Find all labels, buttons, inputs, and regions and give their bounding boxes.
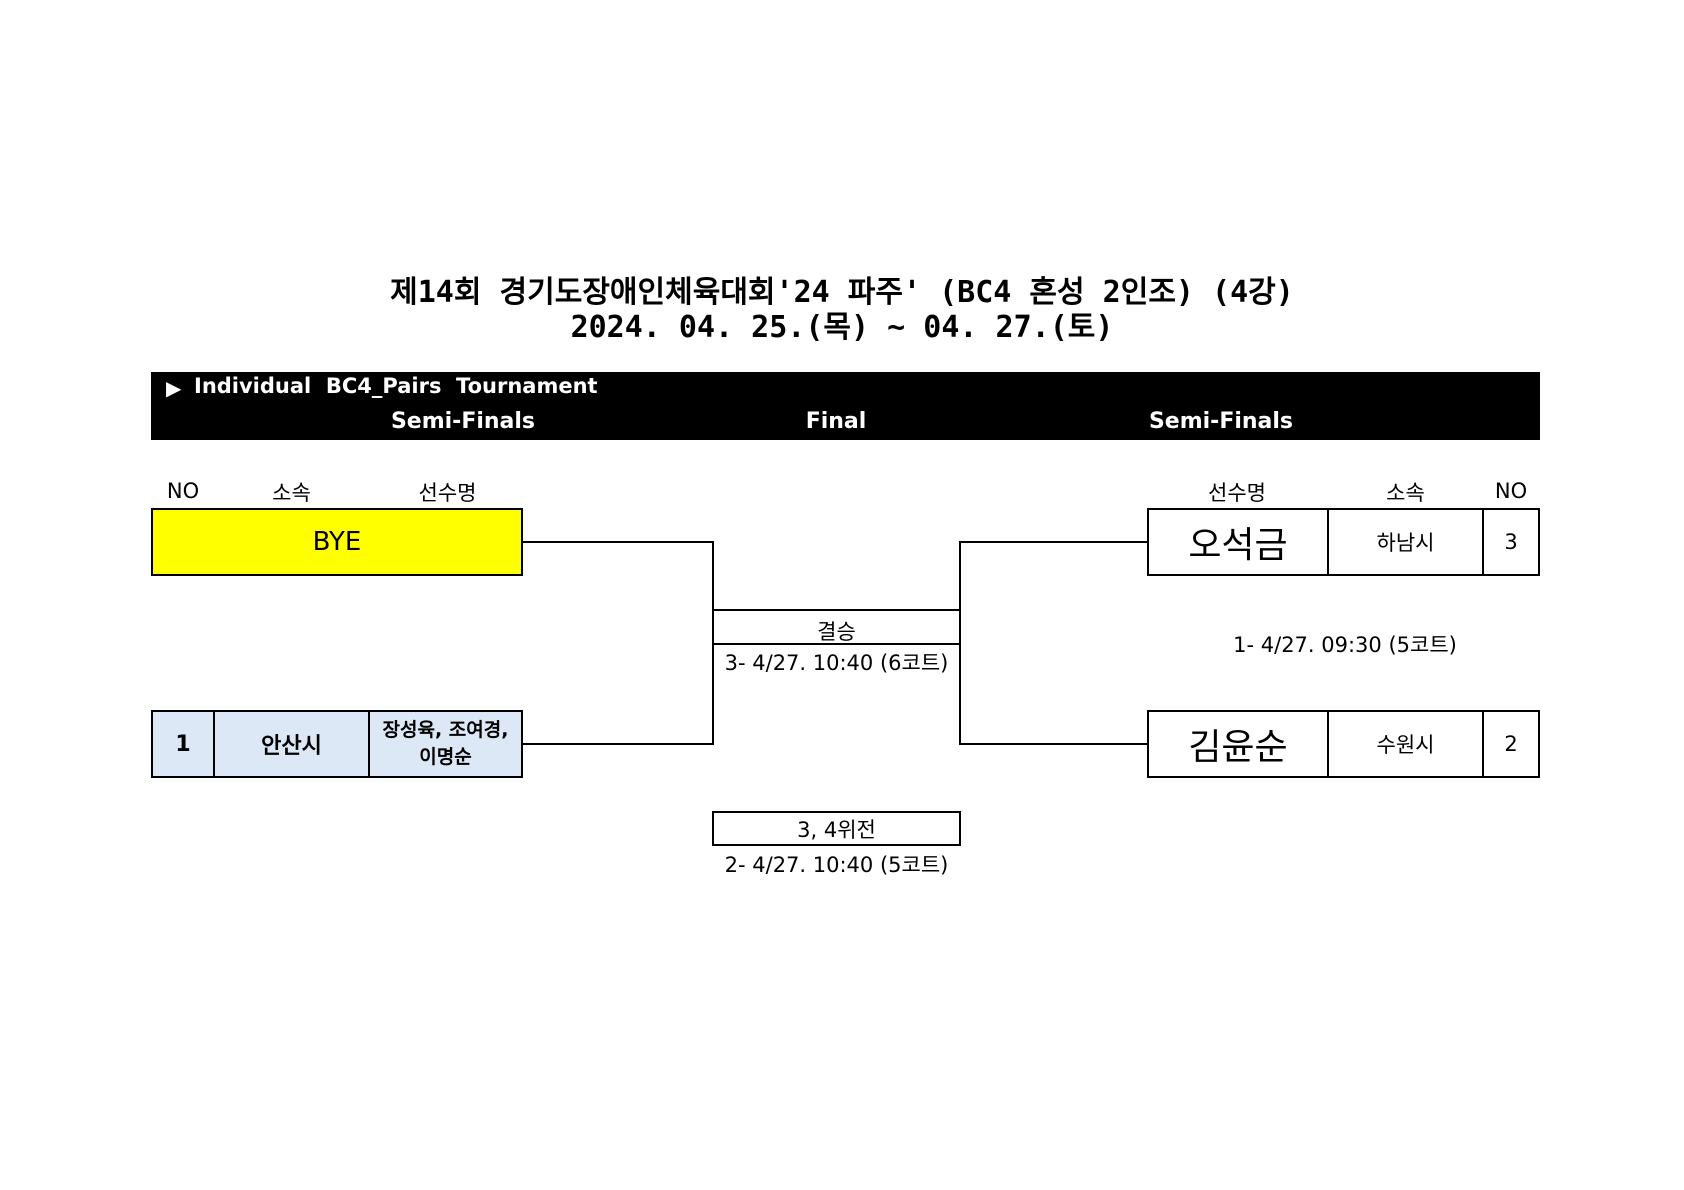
page-title: 제14회 경기도장애인체육대회'24 파주' (BC4 혼성 2인조) (4강) <box>390 275 1294 310</box>
bracket-line <box>959 743 1149 745</box>
play-icon: ▶ <box>166 376 182 400</box>
tournament-label: Individual BC4_Pairs Tournament <box>194 374 598 398</box>
bracket-line <box>523 541 714 543</box>
left-col-no: NO <box>166 479 200 503</box>
bracket-line <box>959 541 961 745</box>
right-top-affiliation: 하남시 <box>1327 508 1484 576</box>
entry-affiliation: 안산시 <box>213 710 370 778</box>
entry-players: 장성육, 조여경, 이명순 <box>368 710 523 778</box>
final-match: 3- 4/27. 10:40 (6코트) <box>724 651 949 675</box>
right-col-affiliation: 소속 <box>1386 481 1425 505</box>
right-top-no: 3 <box>1482 508 1540 576</box>
right-top-players: 오석금 <box>1147 508 1329 576</box>
third-place-match: 2- 4/27. 10:40 (5코트) <box>724 853 949 877</box>
right-bottom-affiliation: 수원시 <box>1327 710 1484 778</box>
bracket-line <box>959 541 1149 543</box>
right-match: 1- 4/27. 09:30 (5코트) <box>1233 633 1457 657</box>
final-box-bottom <box>712 643 961 645</box>
bracket-line <box>523 743 714 745</box>
header-bar <box>151 372 1540 440</box>
header-gap-right <box>1484 440 1540 443</box>
entry-players-line1: 장성육, 조여경, <box>382 719 509 741</box>
date-range: 2024. 04. 25.(목) ~ 04. 27.(토) <box>570 310 1114 345</box>
header-gap-center <box>713 440 959 443</box>
left-col-affiliation: 소속 <box>272 481 311 505</box>
final-box: 결승 <box>712 609 961 644</box>
left-col-players: 선수명 <box>418 481 477 505</box>
left-round-label: Semi-Finals <box>390 409 536 434</box>
final-round-label: Final <box>805 409 867 434</box>
right-col-players: 선수명 <box>1208 481 1266 505</box>
right-bottom-no: 2 <box>1482 710 1540 778</box>
entry-no: 1 <box>151 710 215 778</box>
third-place-box: 3, 4위전 <box>712 811 961 846</box>
right-round-label: Semi-Finals <box>1148 409 1294 434</box>
final-label: 결승 <box>817 619 856 644</box>
bye-slot: BYE <box>151 508 523 576</box>
entry-players-line2: 이명순 <box>419 746 472 768</box>
right-bottom-players: 김윤순 <box>1147 710 1329 778</box>
right-col-no: NO <box>1494 479 1528 503</box>
